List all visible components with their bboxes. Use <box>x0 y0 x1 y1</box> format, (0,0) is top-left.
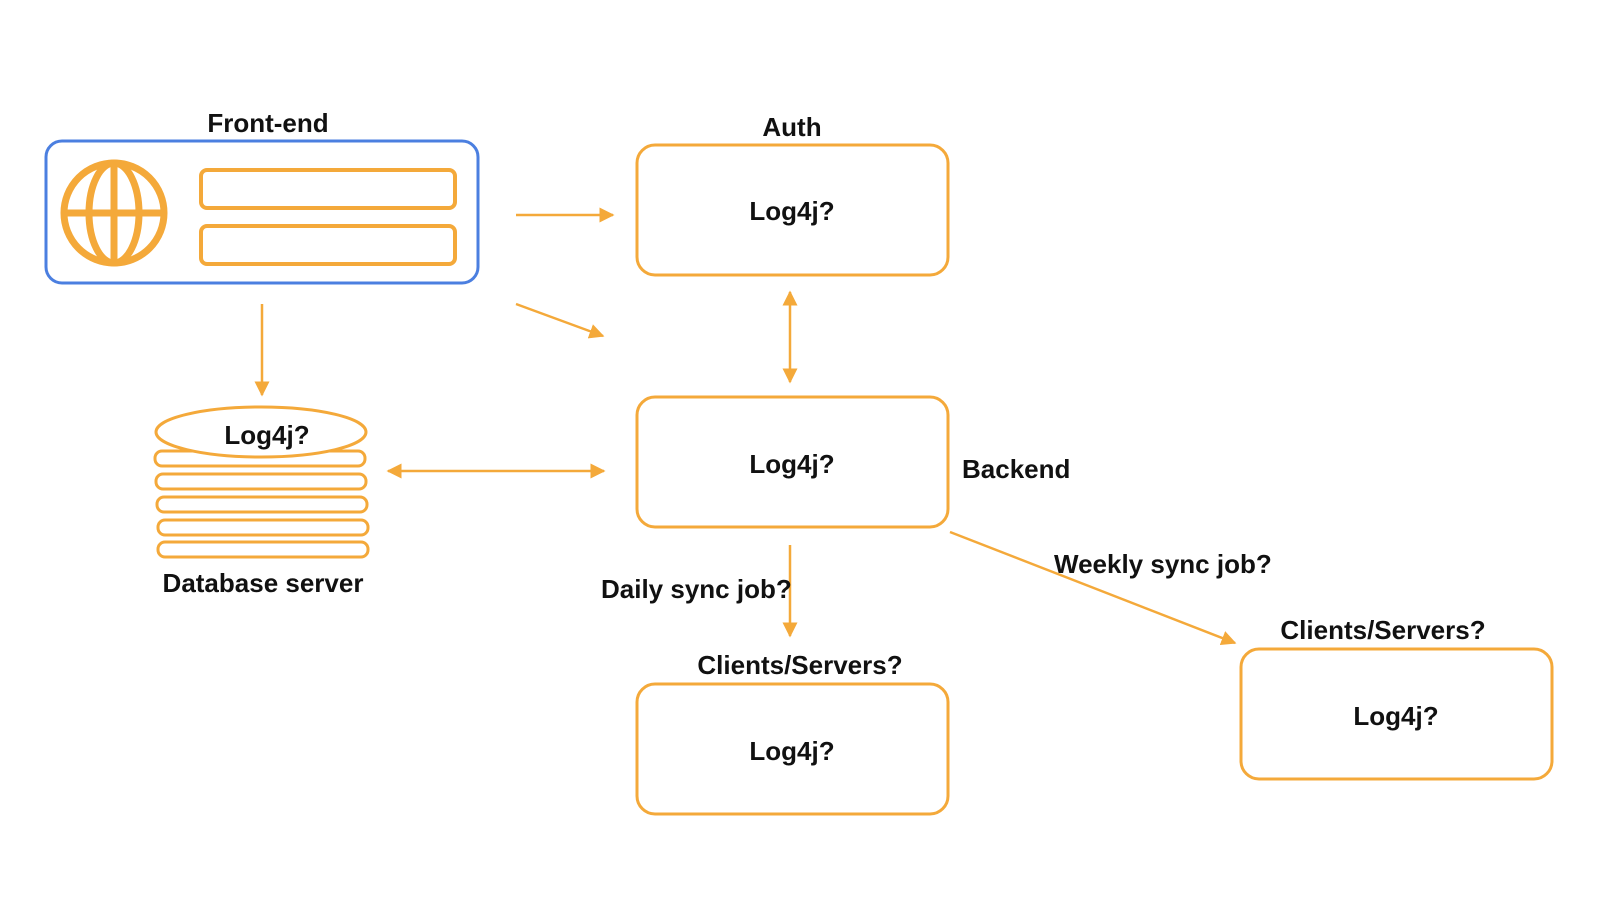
auth-node-text: Log4j? <box>749 196 835 226</box>
database-node <box>153 405 370 559</box>
frontend-node <box>44 139 480 285</box>
weekly-clients-node <box>1239 647 1554 781</box>
daily-sync-label: Daily sync job? <box>601 574 792 604</box>
frontend-field-1 <box>199 168 457 210</box>
frontend-field-2 <box>199 224 457 266</box>
edge-frontend-backend <box>515 302 605 339</box>
weekly-clients-node-text: Log4j? <box>1353 701 1439 731</box>
edge-weekly-sync <box>949 530 1237 646</box>
weekly-sync-label: Weekly sync job? <box>1054 549 1272 579</box>
backend-node <box>635 395 950 529</box>
frontend-title: Front-end <box>207 108 329 138</box>
daily-clients-node <box>635 682 950 816</box>
database-top-text: Log4j? <box>224 420 310 450</box>
auth-node <box>635 143 950 277</box>
weekly-clients-title: Clients/Servers? <box>1280 615 1486 645</box>
daily-clients-title: Clients/Servers? <box>697 650 903 680</box>
auth-title: Auth <box>762 112 822 142</box>
backend-node-text: Log4j? <box>749 449 835 479</box>
globe-icon <box>60 159 168 267</box>
database-title: Database server <box>162 568 364 598</box>
daily-clients-node-text: Log4j? <box>749 736 835 766</box>
backend-title: Backend <box>962 454 1071 484</box>
